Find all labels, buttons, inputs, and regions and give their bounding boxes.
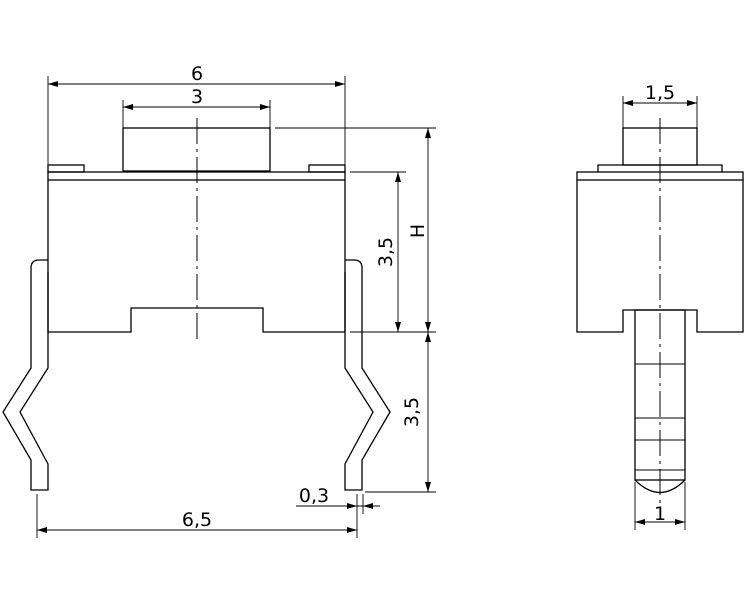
dim-lead-pitch: 6,5	[182, 509, 212, 531]
front-tab-left	[47, 164, 85, 173]
front-dimensions: 6 3 H 3,5 3,5 0,3	[36, 63, 436, 538]
dim-side-lead-width: 1	[654, 503, 666, 525]
dim-body-height: 3,5	[375, 237, 397, 267]
dim-total-width: 6	[191, 63, 203, 85]
side-view	[576, 118, 744, 505]
front-view	[2, 118, 391, 491]
front-tab-right	[308, 164, 346, 173]
dim-overall-height: H	[407, 224, 429, 238]
dim-lead-thickness: 0,3	[299, 485, 329, 507]
front-lead-left	[2, 259, 49, 491]
dim-button-width: 3	[191, 86, 203, 108]
front-lead-right	[344, 259, 391, 491]
dim-side-button-width: 1,5	[645, 82, 675, 104]
side-dimensions: 1,5 1	[622, 82, 698, 530]
dim-lead-length: 3,5	[401, 397, 423, 427]
